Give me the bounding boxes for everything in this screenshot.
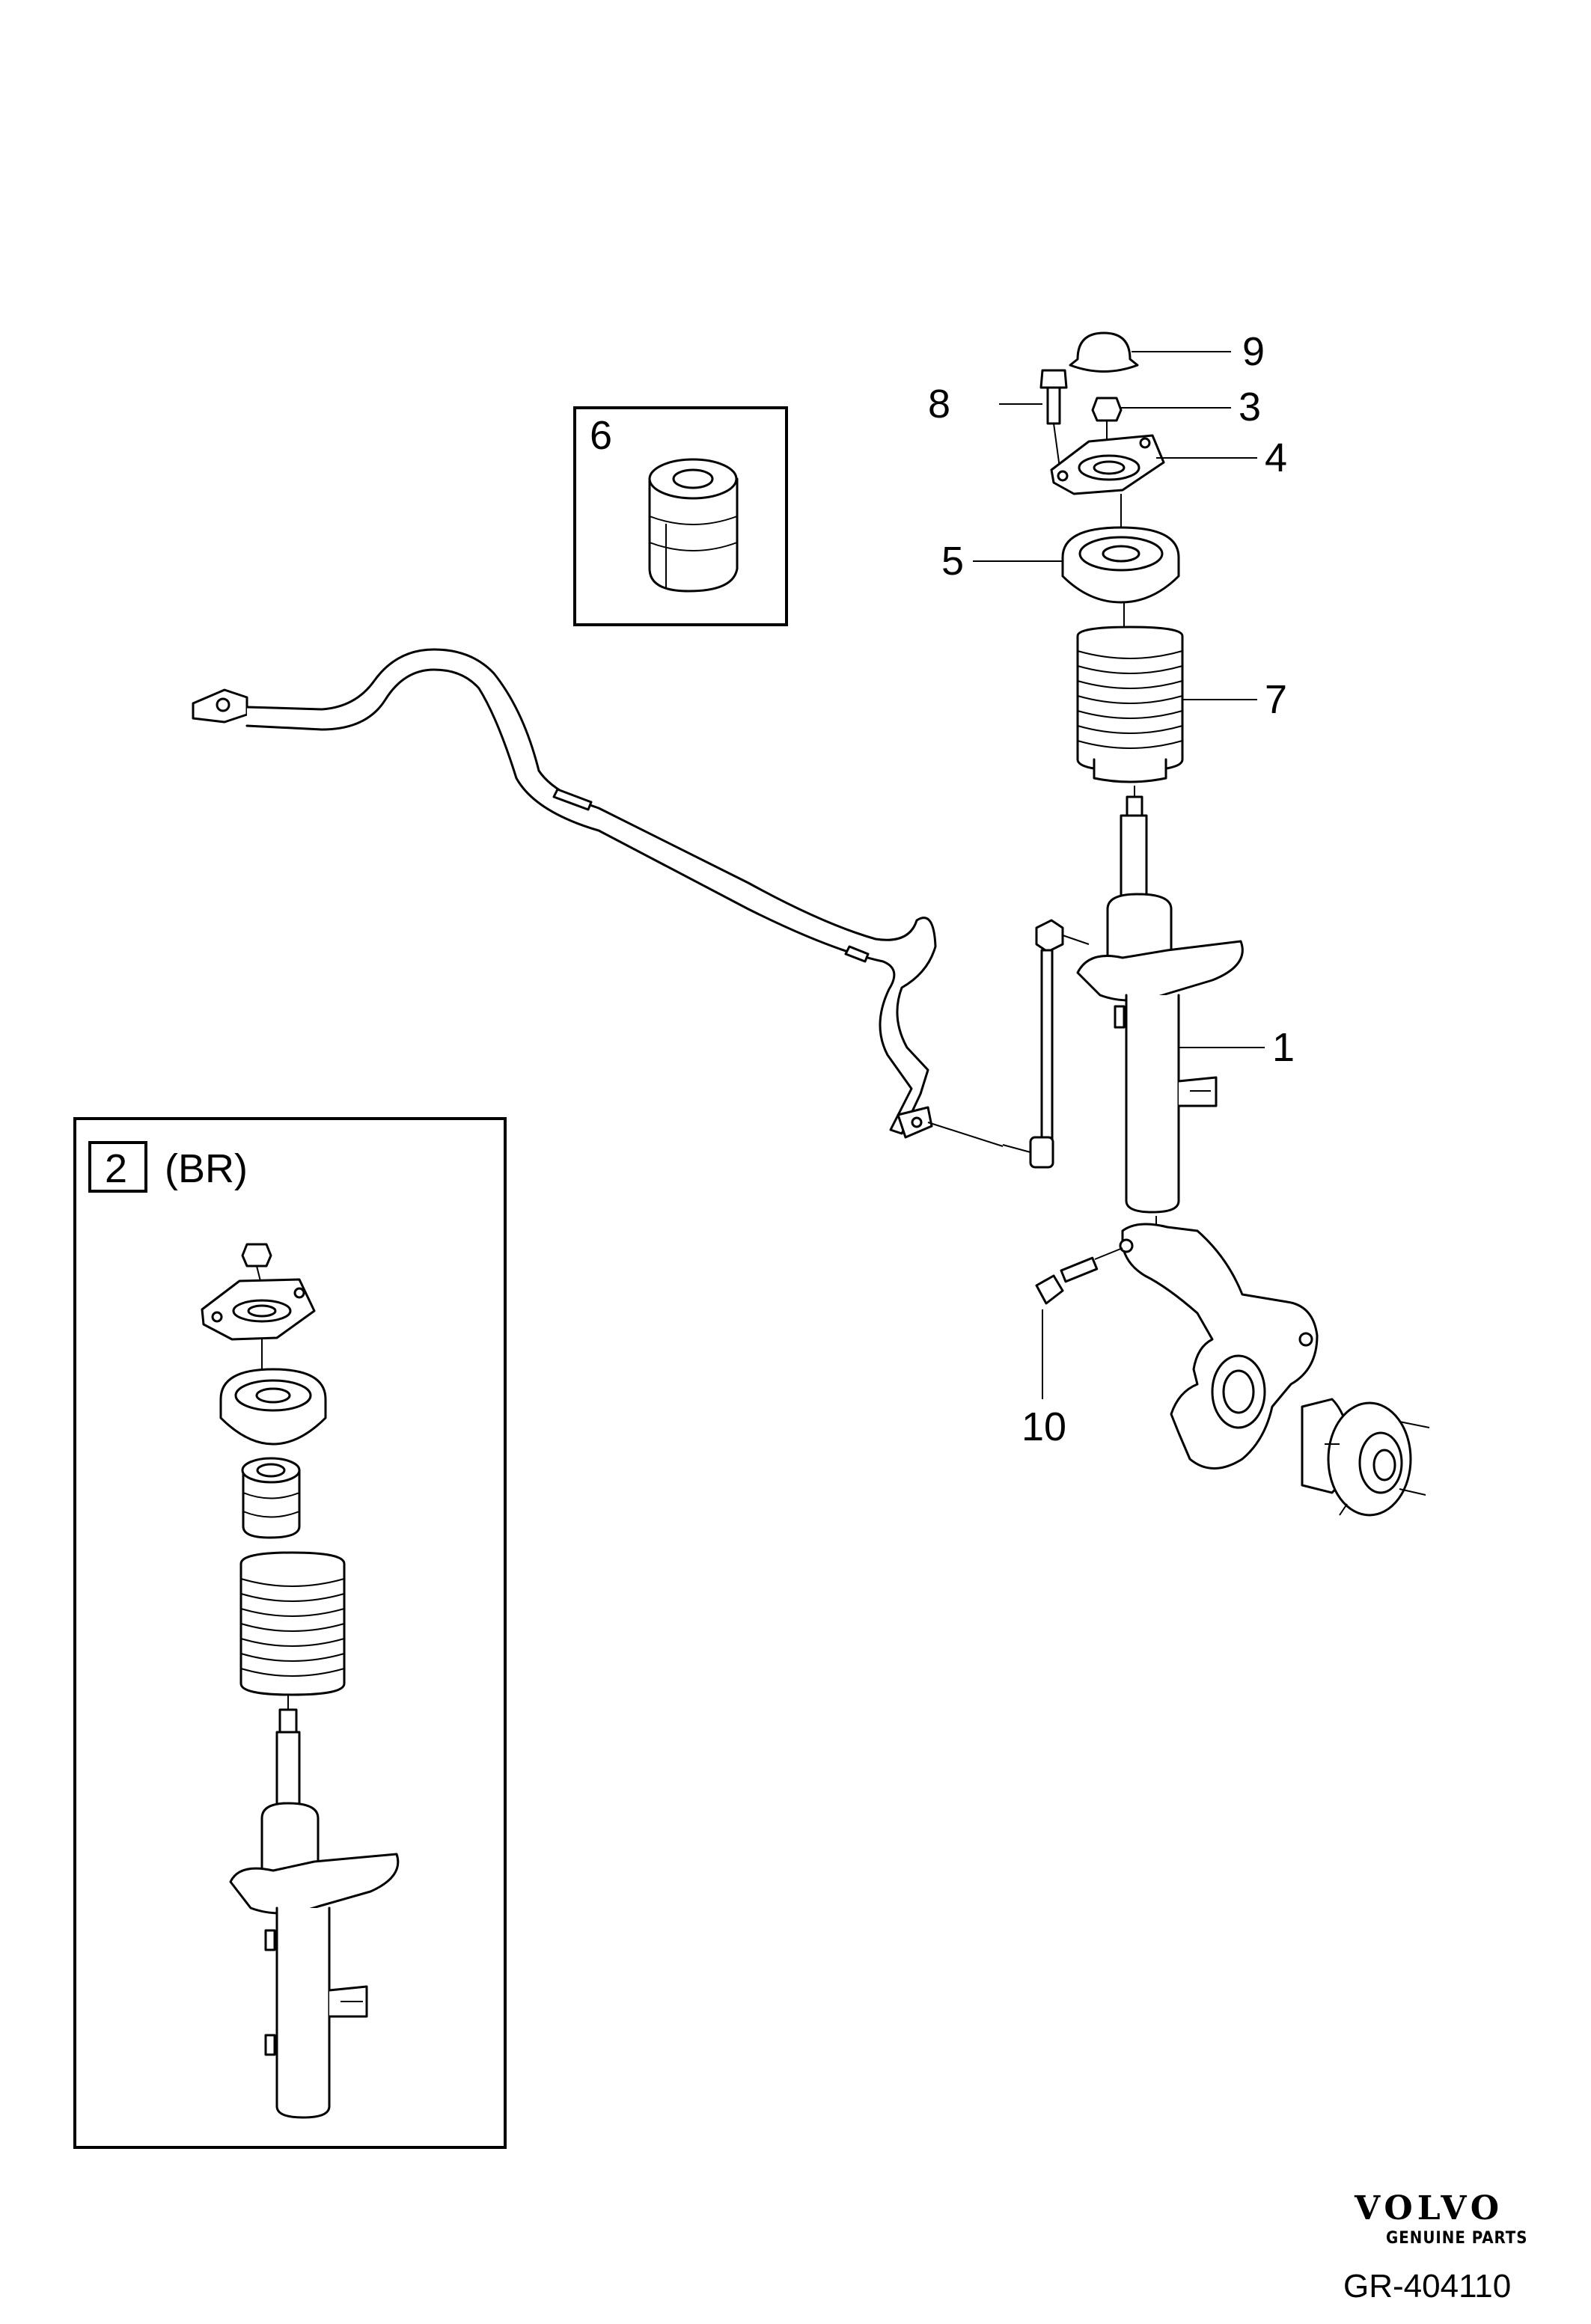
inset-top-mount-icon [201,1278,316,1341]
shock-strut-icon [1076,795,1244,1214]
reference-code: GR-404110 [1343,2268,1511,2305]
callout-3: 3 [1239,385,1261,429]
inset-box-6: 6 [573,406,788,626]
dust-cap-icon [1069,331,1139,373]
callout-4: 4 [1265,435,1287,480]
callout-1: 1 [1272,1025,1295,1070]
stabilizer-link-icon [927,919,1090,1169]
callout-9: 9 [1242,329,1265,374]
genuine-parts-text: GENUINE PARTS [1386,2229,1528,2248]
wheel-hub-icon [1301,1398,1430,1517]
inset-box-2-label: (BR) [165,1146,248,1191]
callout-7: 7 [1265,677,1287,722]
coil-boot-icon [1076,626,1184,783]
inset-box-2-number-frame [88,1141,147,1193]
inset-box-2: 2 (BR) [73,1117,507,2149]
volvo-logo: VOLVO GENUINE PARTS [1354,2189,1528,2248]
bearing-icon [1061,526,1180,604]
callout-leaders [973,351,1265,1399]
callout-10: 10 [1022,1404,1066,1449]
bump-stop-icon [648,458,739,593]
bolt-10-icon [1035,1247,1123,1305]
bolt-8-icon [1039,369,1068,468]
inset-box-2-frame [73,1117,507,2149]
inset-coil-boot-icon [239,1551,346,1696]
callout-6: 6 [590,413,612,458]
stabilizer-bar-icon [192,648,937,1139]
inset-bump-stop-icon [241,1457,301,1539]
callout-5: 5 [941,539,964,584]
strut-top-mount-icon [1050,434,1165,495]
volvo-logo-text: VOLVO [1354,2189,1503,2227]
steering-knuckle-icon [1119,1223,1319,1470]
inset-shock-strut-icon [229,1708,400,2119]
inset-bearing-icon [219,1368,327,1446]
callout-8: 8 [928,382,950,426]
callout-2: 2 [105,1146,127,1191]
inset-box-6-frame [573,406,788,626]
inset-top-nut-icon [241,1243,272,1288]
